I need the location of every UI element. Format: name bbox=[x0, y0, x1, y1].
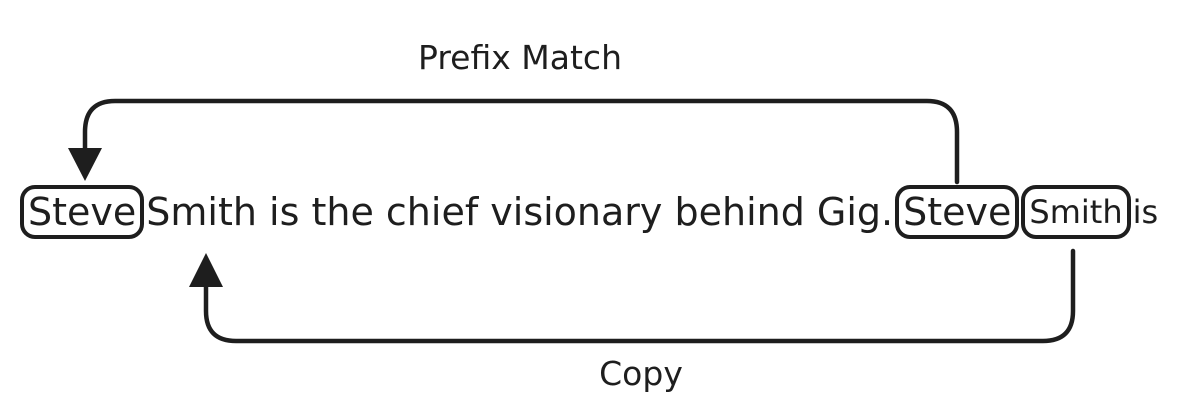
prefix-match-arrow-line bbox=[82, 98, 960, 185]
token-row: Steve Smith is the chief visionary behin… bbox=[20, 184, 1158, 240]
copy-arrowhead-icon bbox=[189, 253, 223, 287]
prefix-match-arrow bbox=[68, 98, 960, 185]
token-box-smith-second: Smith bbox=[1021, 185, 1131, 239]
prefix-match-label: Prefix Match bbox=[418, 38, 622, 77]
trailing-is-text: is bbox=[1132, 193, 1159, 231]
prefix-match-arrowhead-icon bbox=[68, 148, 102, 181]
copy-arrow bbox=[189, 248, 1076, 344]
copy-arrow-line bbox=[203, 248, 1076, 344]
token-box-steve-second: Steve bbox=[895, 185, 1020, 239]
sentence-text: Smith is the chief visionary behind Gig. bbox=[146, 190, 894, 234]
copy-label: Copy bbox=[599, 354, 683, 393]
token-box-steve-first: Steve bbox=[20, 185, 145, 239]
